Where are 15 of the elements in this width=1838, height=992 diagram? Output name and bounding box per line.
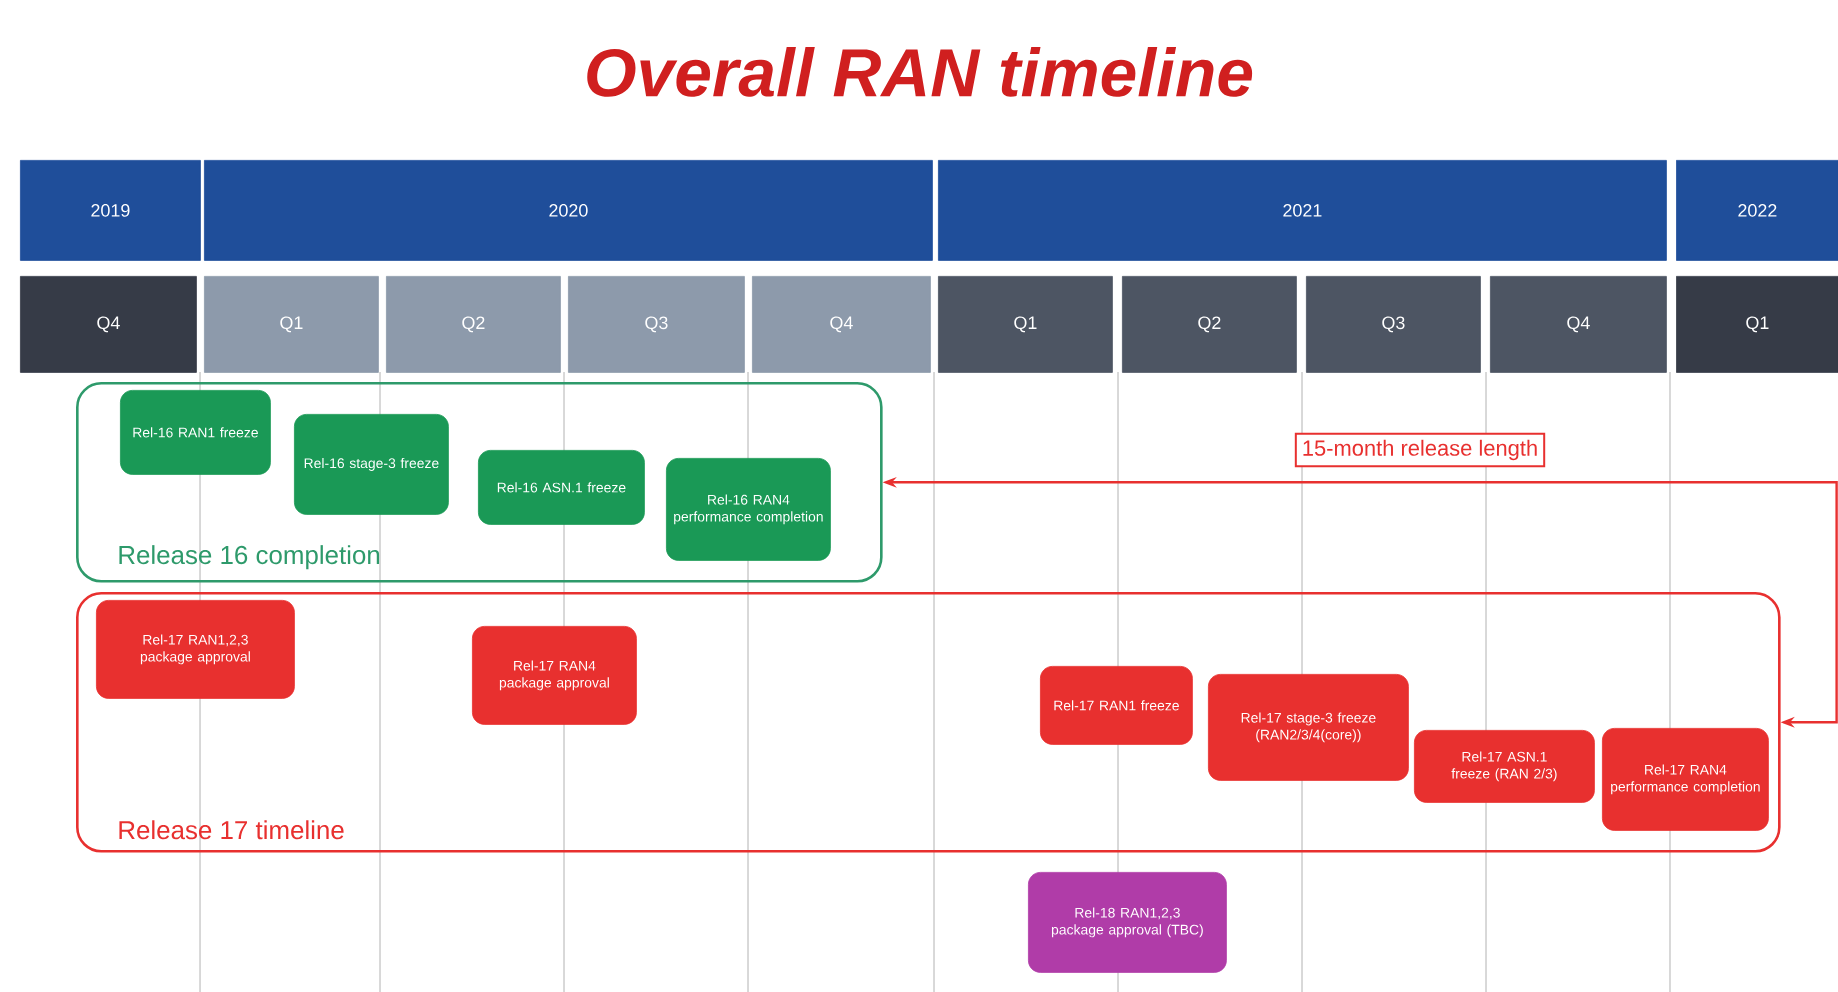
quarter-box: Q3 <box>1306 276 1481 373</box>
edge-label: 15-month release length <box>1294 432 1546 468</box>
quarter-box: Q1 <box>1676 276 1838 373</box>
quarter-box: Q2 <box>1122 276 1297 373</box>
quarter-box: Q3 <box>568 276 745 373</box>
title: Overall RAN timeline <box>587 47 1253 97</box>
year-band: 2022 <box>1676 160 1838 261</box>
quarter-box: Q2 <box>386 276 561 373</box>
quarter-box: Q4 <box>20 276 197 373</box>
year-band: 2021 <box>938 160 1667 261</box>
quarter-box: Q1 <box>204 276 379 373</box>
quarter-box: Q1 <box>938 276 1113 373</box>
year-band: 2019 <box>20 160 201 261</box>
quarter-box: Q4 <box>1490 276 1667 373</box>
quarter-box: Q4 <box>752 276 931 373</box>
